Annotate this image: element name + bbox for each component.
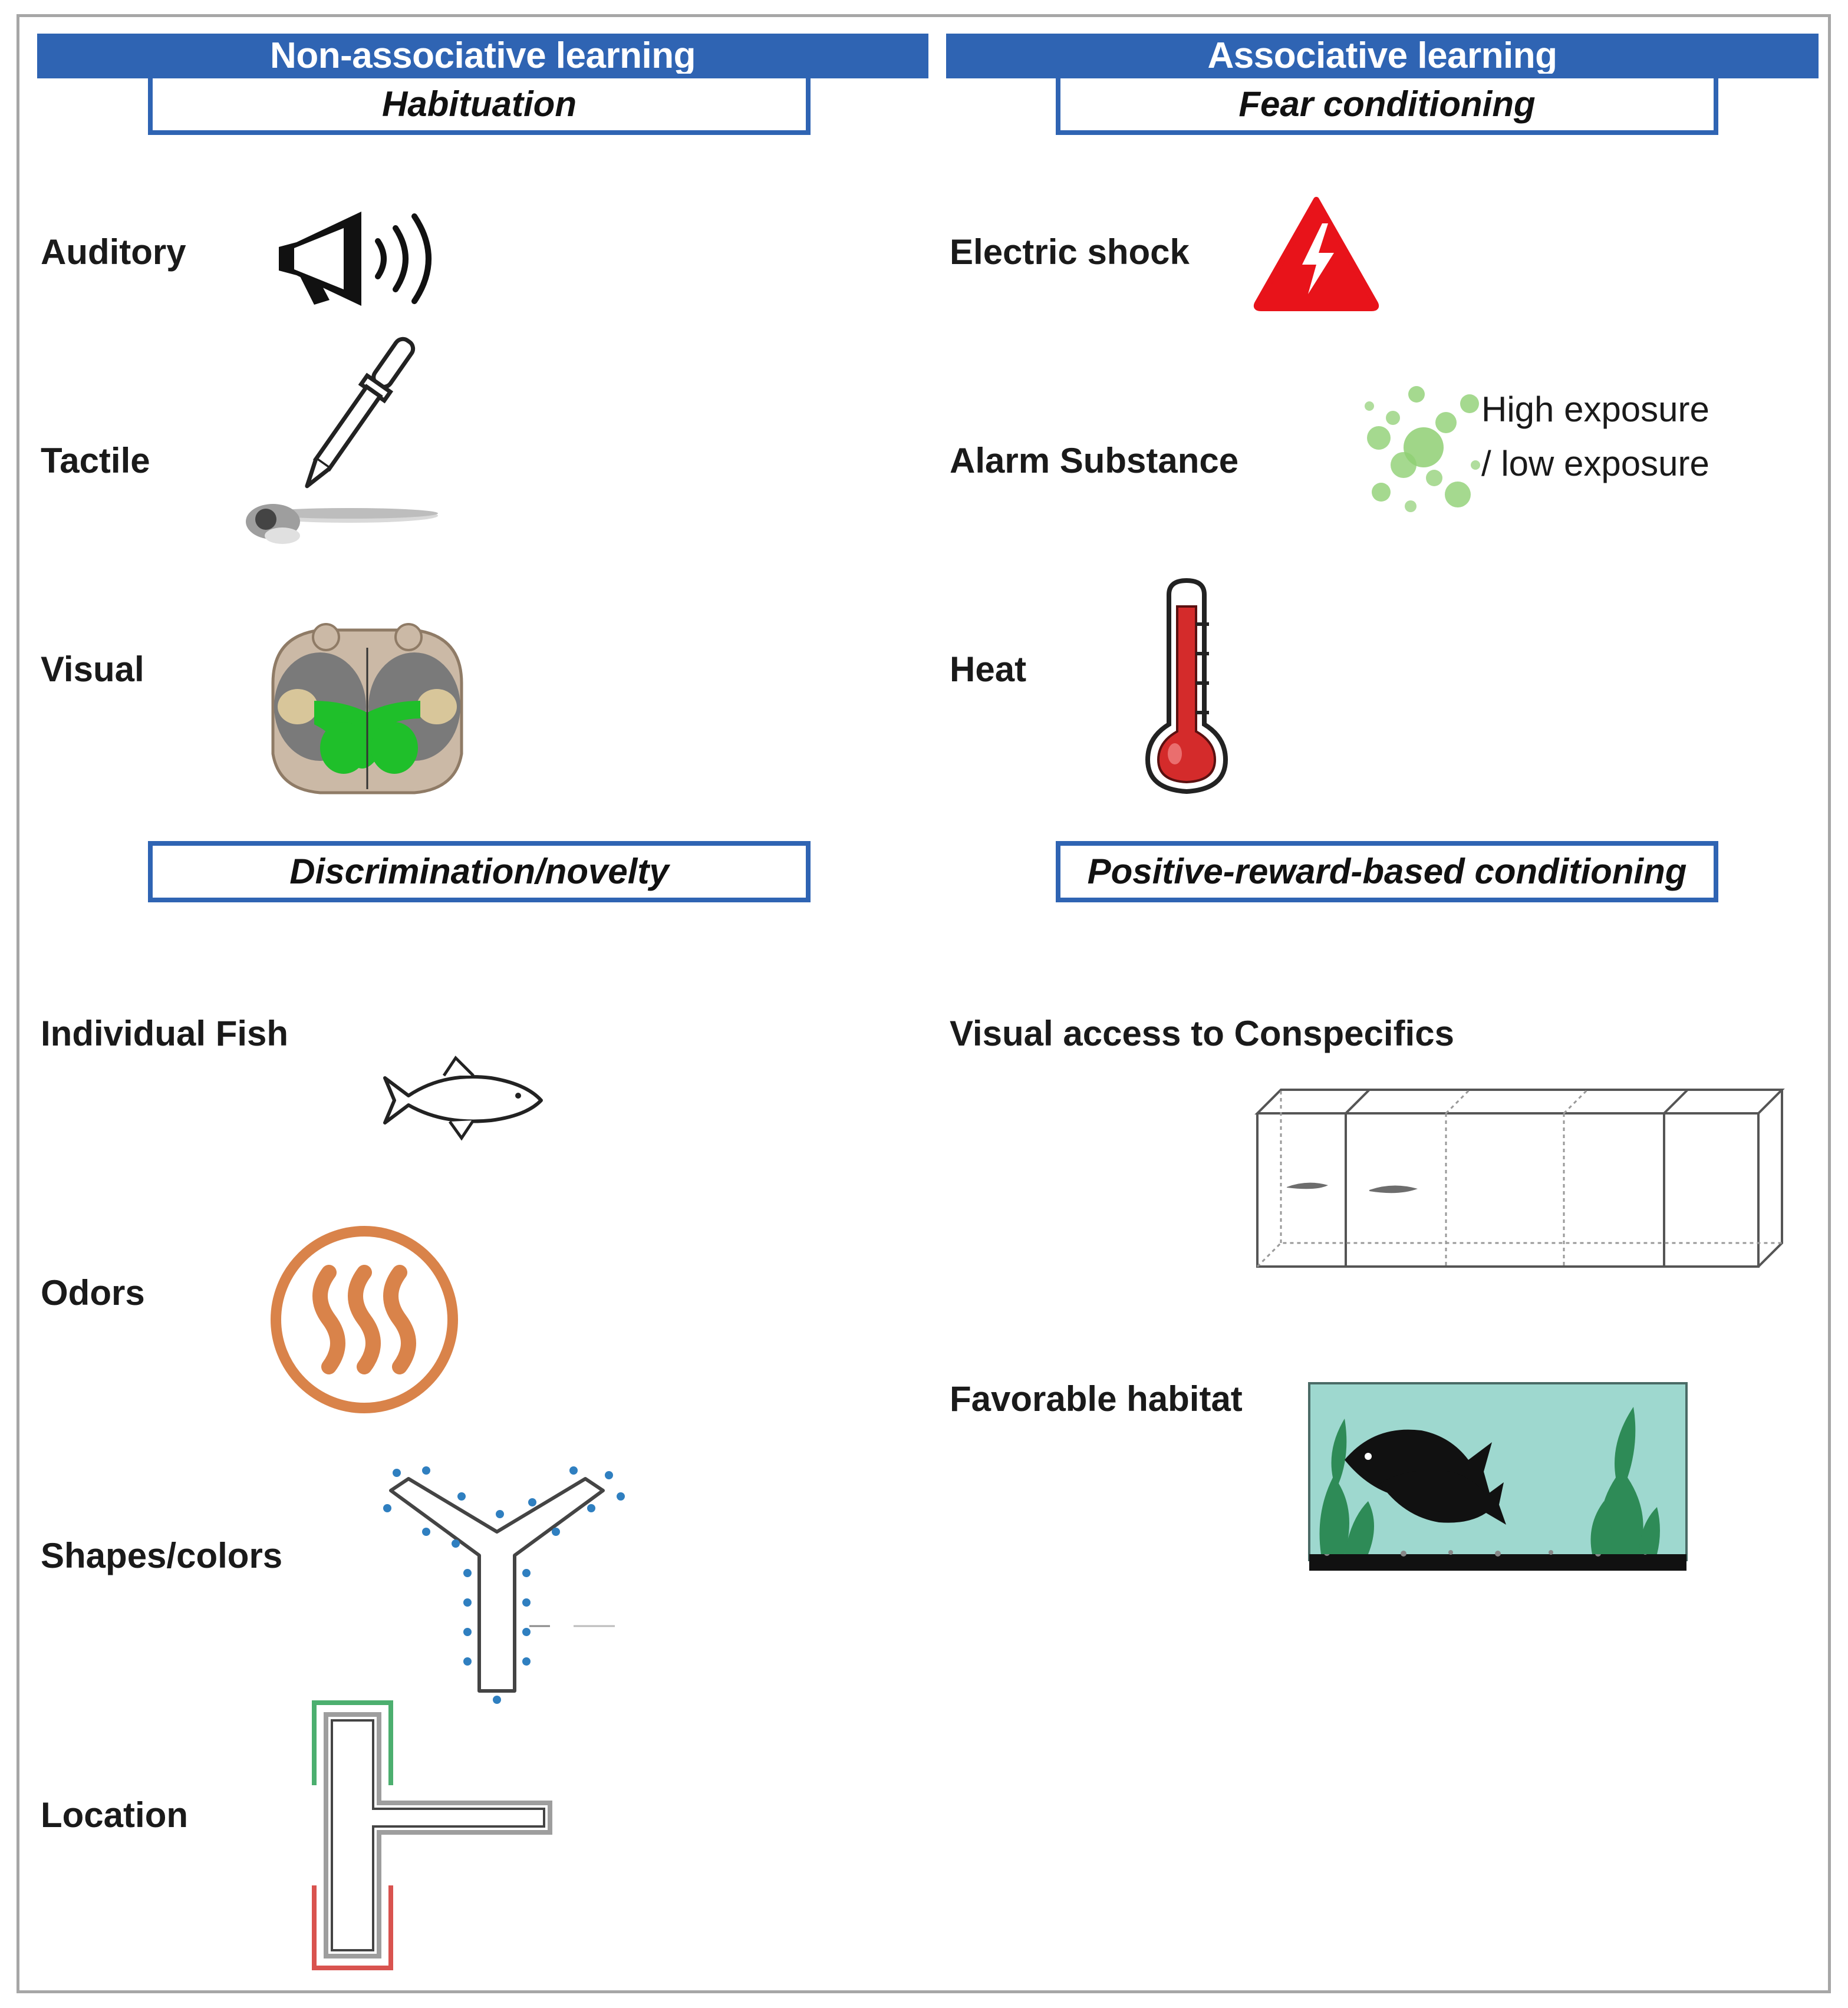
label-heat: Heat bbox=[950, 649, 1027, 689]
non-associative-header: Non-associative learning bbox=[37, 34, 928, 78]
label-alarm-substance: Alarm Substance bbox=[950, 441, 1239, 480]
fear-conditioning-box: Fear conditioning bbox=[1056, 74, 1718, 135]
electric-shock-warning-icon bbox=[1253, 197, 1379, 311]
odor-steam-icon bbox=[271, 1226, 458, 1413]
associative-header: Associative learning bbox=[946, 34, 1819, 78]
y-maze-icon bbox=[383, 1466, 625, 1704]
label-electric-shock: Electric shock bbox=[950, 232, 1190, 272]
exposure-note-low: / low exposure bbox=[1481, 444, 1709, 483]
label-visual: Visual bbox=[41, 649, 144, 689]
fish-outline-icon bbox=[383, 1056, 543, 1141]
positive-reward-box: Positive-reward-based conditioning bbox=[1056, 841, 1718, 902]
label-odors: Odors bbox=[41, 1273, 145, 1313]
pipette-larva-icon bbox=[246, 337, 438, 544]
megaphone-icon bbox=[279, 212, 431, 306]
label-visual-access: Visual access to Conspecifics bbox=[950, 1014, 1454, 1053]
label-shapes-colors: Shapes/colors bbox=[41, 1536, 283, 1575]
figure-frame: Non-associative learning Associative lea… bbox=[17, 14, 1831, 1993]
label-tactile: Tactile bbox=[41, 441, 150, 480]
aquarium-habitat-icon bbox=[1308, 1382, 1688, 1571]
tank-compartments-icon bbox=[1254, 1089, 1785, 1268]
habituation-box: Habituation bbox=[148, 74, 811, 135]
alarm-substance-bubbles-icon bbox=[1365, 386, 1480, 512]
thermometer-icon bbox=[1145, 578, 1228, 794]
label-individual-fish: Individual Fish bbox=[41, 1014, 289, 1053]
label-location: Location bbox=[41, 1795, 188, 1835]
fish-head-optic-icon bbox=[271, 623, 463, 794]
label-auditory: Auditory bbox=[41, 232, 186, 272]
label-favorable-habitat: Favorable habitat bbox=[950, 1379, 1243, 1419]
t-maze-icon bbox=[312, 1700, 552, 1970]
discrimination-box: Discrimination/novelty bbox=[148, 841, 811, 902]
exposure-note-high: High exposure bbox=[1481, 390, 1709, 429]
